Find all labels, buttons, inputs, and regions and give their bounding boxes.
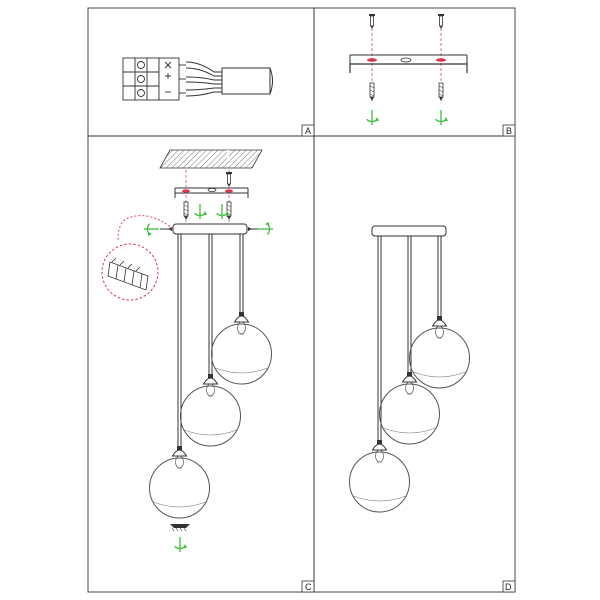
- bottom-fixing: [170, 524, 190, 553]
- screw-icon: [437, 13, 445, 30]
- power-cable: [185, 61, 273, 97]
- rotate-arrow-icon: [174, 536, 188, 553]
- svg-text:A: A: [305, 126, 311, 136]
- rotate-arrow-icon: [435, 109, 449, 126]
- rotate-arrow-icon: [366, 109, 380, 126]
- pendant-globe-icon: [379, 371, 440, 445]
- svg-text:B: B: [506, 126, 512, 136]
- screw-icon: [226, 201, 232, 221]
- panel-label-a: A: [301, 124, 315, 137]
- screw-icon: [183, 201, 189, 221]
- screw-icon: [369, 82, 375, 102]
- rotate-arrow-icon: [194, 203, 208, 220]
- pendant-globe-icon: [211, 311, 272, 385]
- terminal-block-icon: [122, 57, 186, 101]
- screw-icon: [225, 171, 233, 188]
- svg-text:D: D: [505, 582, 512, 592]
- pendant-globe-icon: [180, 373, 241, 447]
- panel-label-d: D: [502, 580, 516, 593]
- pendant-globe-icon: [409, 315, 470, 389]
- screw-icon: [368, 13, 376, 30]
- ceiling-mount-assembly: [143, 149, 274, 237]
- pendant-globe-icon: [349, 439, 410, 513]
- pendant-cords-c: [177, 234, 244, 446]
- panel-label-c: C: [301, 580, 315, 593]
- pendant-globe-icon: [149, 445, 210, 519]
- finished-fixture: [349, 225, 470, 513]
- mounting-bracket: [349, 13, 468, 126]
- screw-icon: [438, 82, 444, 102]
- panel-frames: [87, 7, 516, 593]
- zoom-callout-icon: [101, 215, 174, 301]
- svg-text:C: C: [305, 582, 312, 592]
- panel-label-b: B: [502, 124, 516, 137]
